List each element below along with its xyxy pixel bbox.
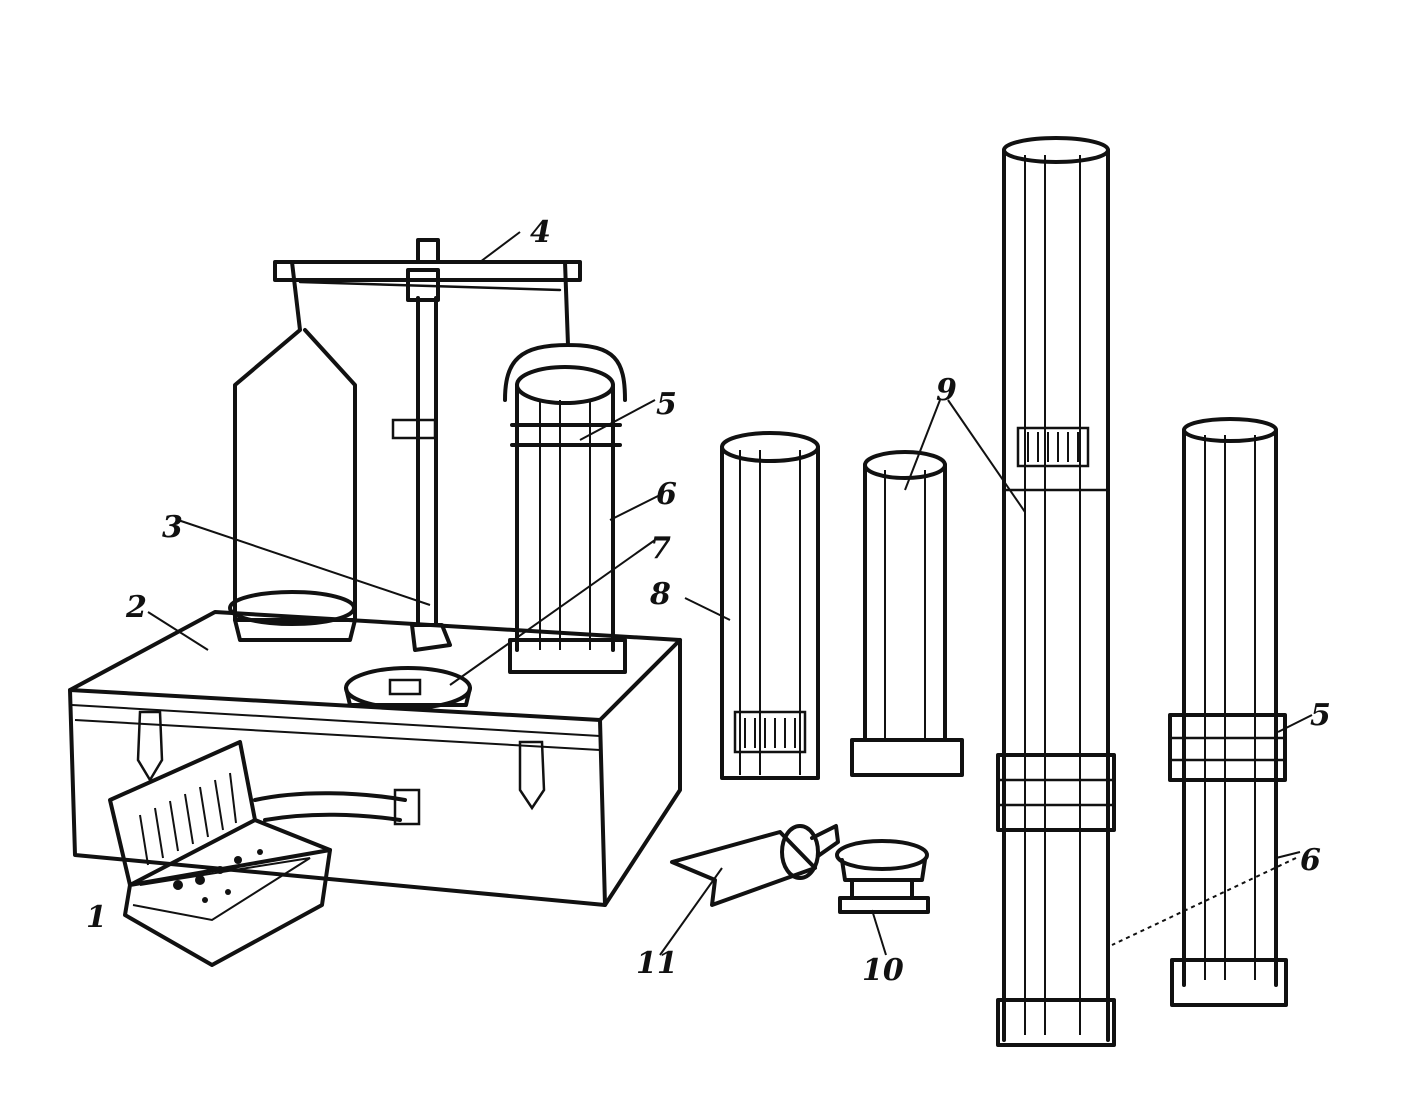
label-6-left: 6 bbox=[656, 477, 677, 512]
balance-beam bbox=[273, 238, 582, 302]
hanging-frame bbox=[228, 260, 357, 642]
balance-stand bbox=[391, 296, 452, 652]
cylinder-8 bbox=[720, 431, 820, 780]
tall-tube bbox=[996, 136, 1116, 1047]
stopper bbox=[835, 839, 930, 914]
label-4: 4 bbox=[530, 215, 551, 250]
weights-box bbox=[108, 740, 332, 967]
label-2: 2 bbox=[125, 590, 147, 625]
base-dish bbox=[344, 666, 472, 710]
cylinder-9 bbox=[850, 450, 964, 777]
label-1: 1 bbox=[86, 900, 107, 935]
label-9: 9 bbox=[936, 373, 957, 408]
label-8: 8 bbox=[649, 577, 671, 612]
label-10: 10 bbox=[862, 953, 904, 988]
label-5-right: 5 bbox=[1310, 698, 1331, 733]
label-11: 11 bbox=[636, 946, 678, 981]
hanging-cylinder bbox=[503, 260, 627, 674]
callout-lines bbox=[147, 231, 1313, 956]
label-6-right: 6 bbox=[1300, 843, 1321, 878]
label-5-left: 5 bbox=[656, 387, 677, 422]
carrying-case bbox=[68, 610, 682, 907]
part-labels: 1 2 3 4 5 6 7 8 9 10 11 5 6 bbox=[86, 215, 1331, 988]
right-tube bbox=[1168, 417, 1288, 1007]
label-7: 7 bbox=[650, 531, 671, 566]
label-3: 3 bbox=[162, 510, 183, 545]
scoop bbox=[670, 824, 840, 907]
